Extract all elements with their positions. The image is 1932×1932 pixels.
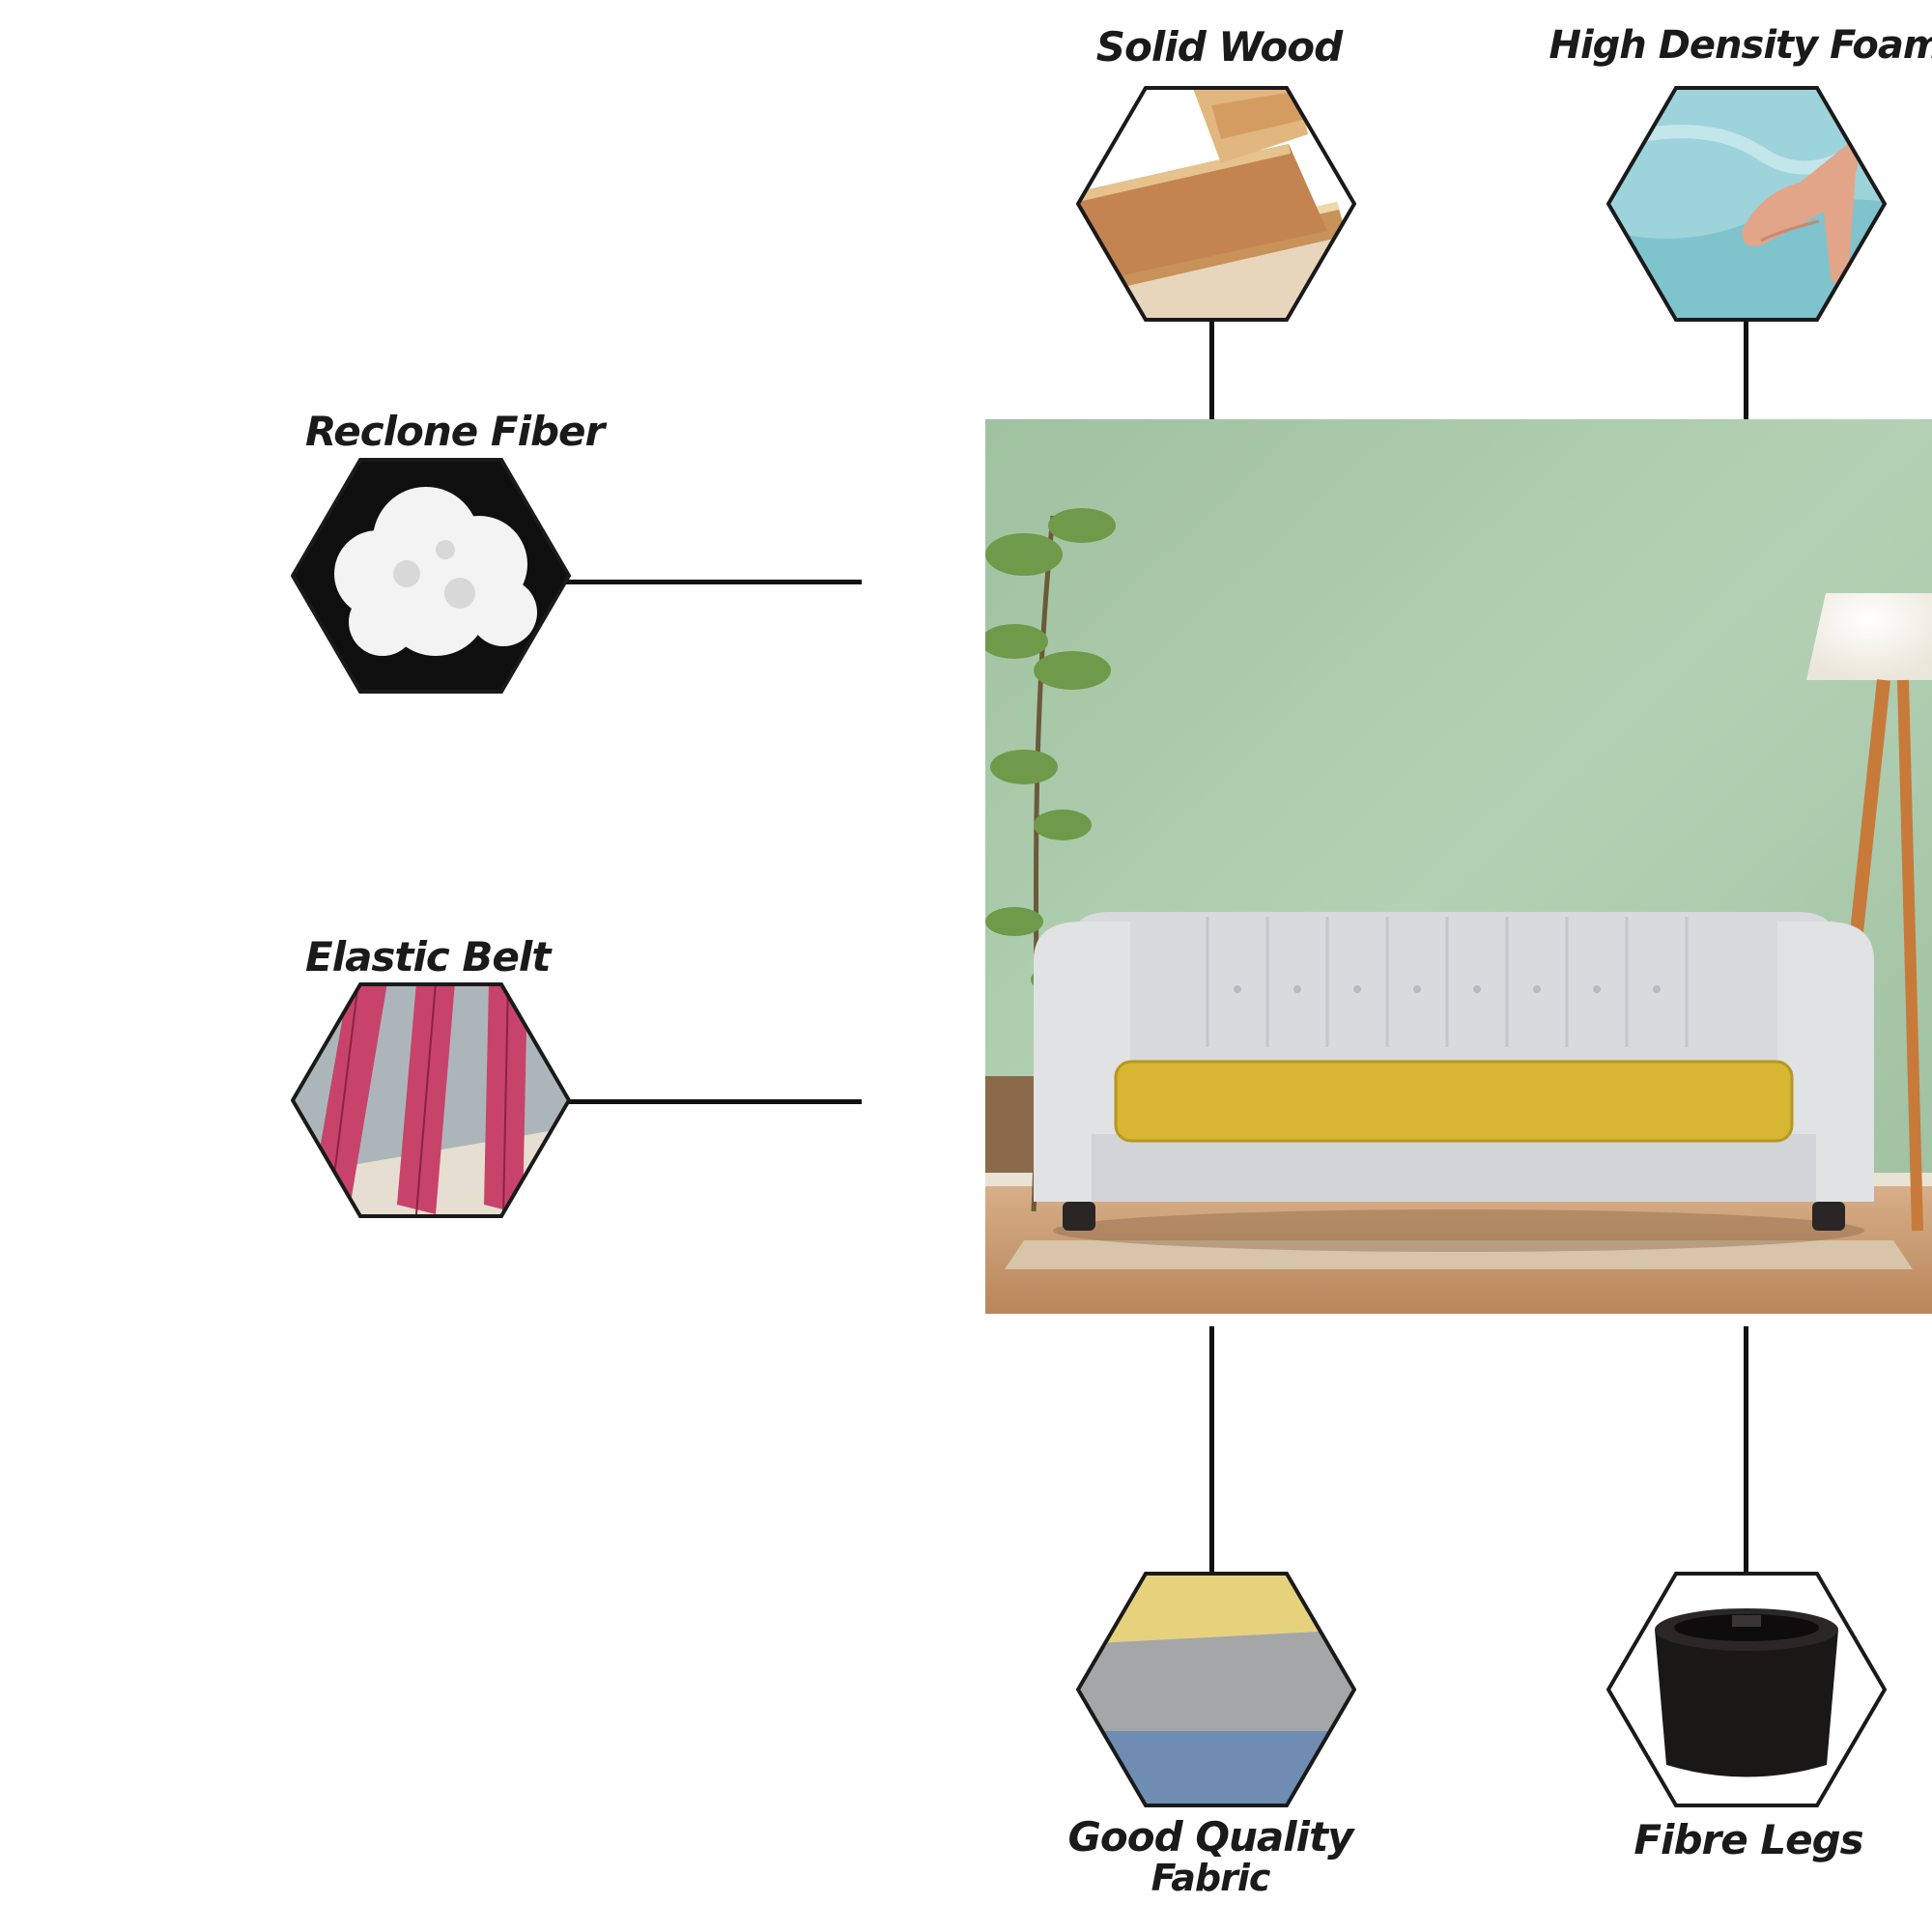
fiber-cotton-icon: [291, 458, 571, 694]
foam-block-icon: [1606, 86, 1887, 322]
connector-belt: [565, 1099, 862, 1104]
label-solid-wood: Solid Wood: [1095, 23, 1343, 71]
plant: [985, 508, 1116, 1212]
connector-legs: [1744, 1326, 1748, 1572]
label-fabric-line1: Good Quality: [1067, 1813, 1353, 1861]
wood-planks-icon: [1076, 86, 1356, 322]
connector-foam: [1744, 321, 1748, 419]
seat-cushion: [1116, 1062, 1792, 1141]
label-good-quality-fabric: Good Quality Fabric: [1067, 1813, 1353, 1900]
label-elastic-belt: Elastic Belt: [305, 933, 551, 980]
label-high-density-foam: High Density Foam: [1548, 23, 1932, 68]
sofa-leg-icon: [1606, 1572, 1887, 1807]
label-reclone-fiber: Reclone Fiber: [305, 408, 605, 455]
connector-fabric: [1209, 1326, 1214, 1572]
connector-solid-wood: [1209, 321, 1214, 419]
fabric-swatch-icon: [1076, 1572, 1356, 1807]
connector-fiber: [565, 580, 862, 584]
label-fibre-legs: Fibre Legs: [1634, 1816, 1863, 1863]
elastic-belt-icon: [291, 982, 571, 1218]
label-fabric-line2: Fabric: [1151, 1857, 1271, 1899]
sofa-photo: [985, 419, 1932, 1314]
